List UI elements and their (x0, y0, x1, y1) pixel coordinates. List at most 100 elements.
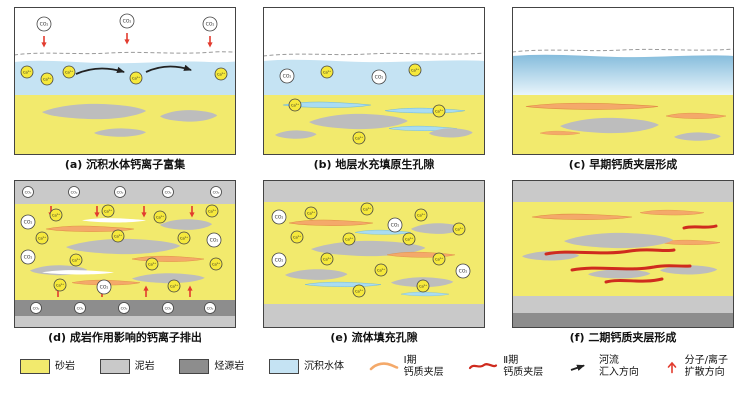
water-surface-dashed-line (14, 51, 236, 56)
river-flow-arrow (75, 66, 125, 75)
panel-caption: (f) 二期钙质夹层形成 (569, 331, 677, 345)
stage2-calcareous-layer (544, 248, 676, 256)
stage2-calcareous-layer (570, 264, 692, 272)
mudstone-band-bottom (263, 304, 485, 329)
panel-caption: (c) 早期钙质夹层形成 (568, 158, 678, 171)
co2-ion (68, 186, 80, 199)
co2-ion (204, 302, 216, 315)
stage2-wave-icon (469, 363, 498, 370)
co2-ion (114, 186, 126, 199)
co2-ion (387, 217, 403, 233)
co2-ion (36, 16, 52, 32)
co2-ion (455, 263, 471, 279)
ca-ion (402, 232, 416, 246)
mudstone-band-bottom (14, 316, 236, 329)
ca-ion (20, 65, 34, 79)
panel-f: (f) 二期钙质夹层形成 (512, 180, 734, 344)
panel-c: (c) 早期钙质夹层形成 (512, 7, 734, 171)
ca-ion (101, 204, 115, 218)
ca-ion (62, 65, 76, 79)
ca-ion (49, 208, 63, 222)
panel-border (512, 180, 734, 329)
legend-label-line1: 分子/离子 (684, 355, 728, 367)
legend: 砂岩 泥岩 烃源岩 沉积水体 Ⅰ期 钙质夹层 Ⅱ期 钙质夹层 (14, 355, 734, 378)
legend-label-line1: Ⅰ期 (403, 355, 417, 367)
ca-ion (209, 257, 223, 271)
legend-label: Ⅰ期 钙质夹层 (404, 355, 444, 378)
source-rock-band (512, 313, 734, 329)
ca-ion (352, 131, 366, 145)
ca-ion (416, 279, 430, 293)
river-flow-arrow (145, 64, 192, 73)
ca-ion (452, 222, 466, 236)
sandstone-swatch-icon (20, 359, 50, 375)
legend-label: Ⅱ期 钙质夹层 (503, 355, 543, 378)
panel-caption: (e) 流体填充孔隙 (330, 331, 418, 345)
ca-ion (352, 284, 366, 298)
panel-caption: (d) 成岩作用影响的钙离子排出 (48, 331, 202, 345)
water-swatch-icon (268, 359, 299, 375)
ca-ion (414, 208, 428, 222)
ca-ion (177, 231, 191, 245)
panel-a: (a) 沉积水体钙离子富集 (14, 7, 236, 171)
source-rock-swatch-icon (179, 359, 210, 375)
panel-e-diagram (263, 180, 485, 329)
sandstone-layer (14, 95, 236, 155)
diffusion-arrow-icon (667, 361, 676, 374)
legend-item-water: 沉积水体 (268, 359, 344, 375)
co2-ion (279, 68, 295, 84)
co2-ion (206, 232, 222, 248)
panel-f-diagram (512, 180, 734, 329)
panel-b-diagram (263, 7, 485, 155)
legend-item-source-rock: 烃源岩 (179, 359, 245, 375)
panel-caption: (a) 沉积水体钙离子富集 (64, 158, 186, 171)
legend-label-line2: 钙质夹层 (503, 366, 544, 378)
ca-ion (432, 104, 446, 118)
ca-ion (304, 206, 318, 220)
legend-label: 分子/离子 扩散方向 (685, 355, 728, 378)
panel-border (512, 7, 734, 155)
co2-ion (22, 186, 34, 199)
panel-border (263, 7, 485, 155)
legend-item-stage2-layer: Ⅱ期 钙质夹层 (468, 355, 543, 378)
legend-label: 砂岩 (55, 361, 75, 373)
ca-ion (288, 98, 302, 112)
legend-item-mudstone: 泥岩 (99, 359, 155, 375)
panel-d: (d) 成岩作用影响的钙离子排出 (14, 180, 236, 344)
co2-ion (20, 249, 36, 265)
co2-ion (162, 302, 174, 315)
panel-border (14, 7, 236, 155)
legend-label-line2: 汇入方向 (598, 366, 639, 378)
sedimentary-water-body (512, 54, 734, 95)
ca-ion (342, 232, 356, 246)
ca-ion (408, 63, 422, 77)
ca-ion (432, 252, 446, 266)
panel-b: (b) 地层水充填原生孔隙 (263, 7, 485, 171)
water-surface-dashed-line (512, 48, 734, 53)
legend-label-line2: 扩散方向 (684, 366, 725, 378)
mudstone-swatch-icon (99, 359, 130, 375)
legend-item-river-direction: 河流 汇入方向 (568, 355, 639, 378)
panel-d-diagram (14, 180, 236, 329)
mudstone-band-bottom (512, 296, 734, 314)
panel-caption: (b) 地层水充填原生孔隙 (313, 158, 435, 171)
ca-ion (320, 252, 334, 266)
ca-ion (320, 65, 334, 79)
panel-border (14, 180, 236, 329)
legend-label: 烃源岩 (214, 361, 245, 373)
legend-label: 沉积水体 (303, 361, 344, 373)
stage2-calcareous-layer (682, 224, 718, 230)
co2-ion (20, 214, 36, 230)
co2-ion (202, 16, 218, 32)
co2-ion (162, 186, 174, 199)
legend-item-stage1-layer: Ⅰ期 钙质夹层 (369, 355, 444, 378)
ca-ion (153, 210, 167, 224)
co2-ion (210, 186, 222, 199)
ca-ion (214, 67, 228, 81)
legend-label: 河流 汇入方向 (599, 355, 639, 378)
river-arrow-icon (570, 365, 585, 372)
co2-ion (118, 302, 130, 315)
co2-ion (96, 279, 112, 295)
co2-ion (30, 302, 42, 315)
